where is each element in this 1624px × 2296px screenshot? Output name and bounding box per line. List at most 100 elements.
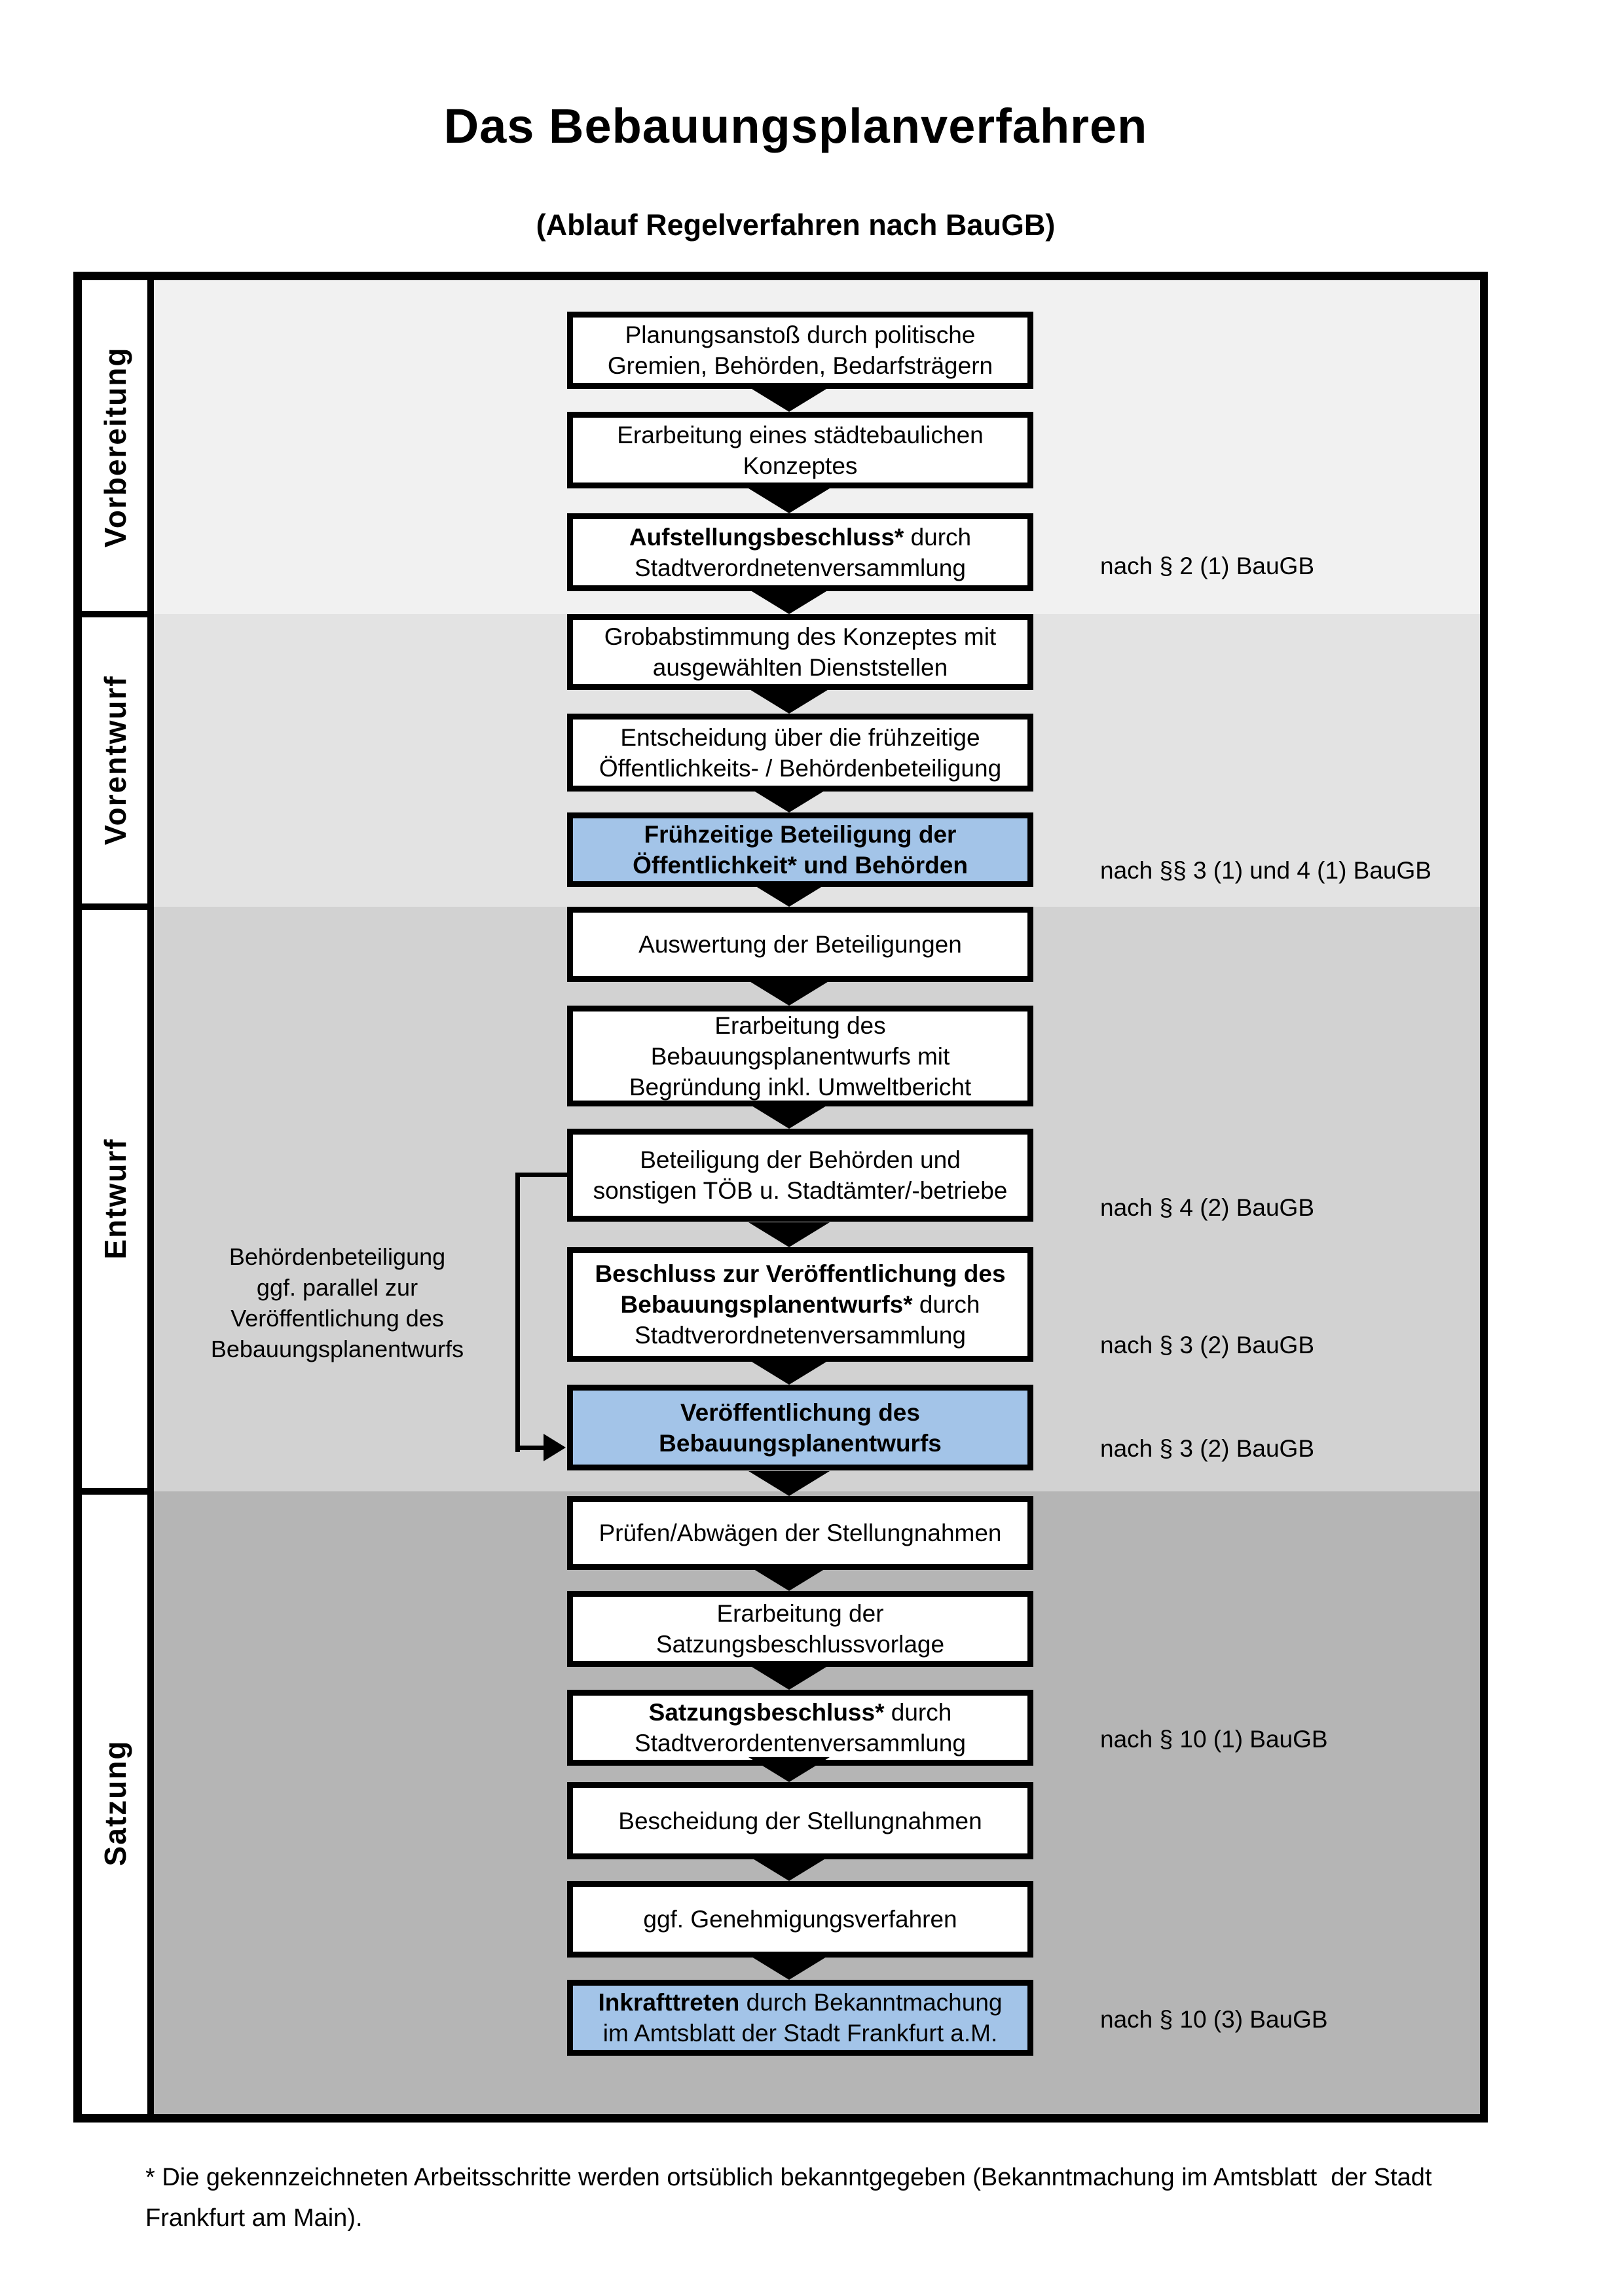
flow-step-genehmigungsverfahren: ggf. Genehmigungsverfahren bbox=[567, 1881, 1033, 1958]
arrow-down-icon bbox=[748, 1757, 830, 1782]
arrow-down-icon bbox=[748, 1471, 830, 1496]
phase-label-entwurf: Entwurf bbox=[98, 1138, 132, 1260]
step-text: Entscheidung über die frühzeitige bbox=[620, 723, 980, 751]
phase-label-vorentwurf: Vorentwurf bbox=[98, 675, 132, 845]
arrow-down-icon bbox=[748, 1566, 830, 1591]
step-text: Planungsanstoß durch politische bbox=[625, 321, 976, 348]
flow-step-veroeffentlichung-entwurf: Veröffentlichung des Bebauungsplanentwur… bbox=[567, 1385, 1033, 1470]
step-text-bold: Satzungsbeschluss* bbox=[648, 1699, 885, 1726]
parallel-note-line: Bebauungsplanentwurfs bbox=[210, 1336, 464, 1362]
step-text: Erarbeitung eines städtebaulichen bbox=[617, 421, 984, 448]
step-text: Bebauungsplanentwurfs* durch bbox=[621, 1289, 980, 1320]
parallel-note-line: ggf. parallel zur bbox=[256, 1274, 418, 1301]
step-text: Stadtverordentenversammlung bbox=[635, 1730, 966, 1757]
parallel-connector-vertical bbox=[515, 1173, 520, 1452]
parallel-note-line: Behördenbeteiligung bbox=[229, 1243, 446, 1270]
flow-step-bescheidung-stellungnahmen: Bescheidung der Stellungnahmen bbox=[567, 1782, 1033, 1859]
step-text: durch Bekanntmachung bbox=[739, 1989, 1003, 2016]
flow-step-beteiligung-behoerden-toeb: Beteiligung der Behörden und sonstigen T… bbox=[567, 1129, 1033, 1222]
arrow-down-icon bbox=[748, 589, 830, 614]
parallel-note: Behördenbeteiligung ggf. parallel zur Ve… bbox=[183, 1241, 491, 1364]
step-text-bold: Beschluss zur Veröffentlichung des bbox=[595, 1260, 1006, 1287]
parallel-note-line: Veröffentlichung des bbox=[231, 1305, 444, 1332]
step-text: Erarbeitung des bbox=[714, 1011, 886, 1039]
arrow-down-icon bbox=[748, 1104, 830, 1129]
phase-divider bbox=[82, 903, 154, 910]
phase-label-vorbereitung: Vorbereitung bbox=[98, 346, 132, 548]
step-text-bold: Bebauungsplanentwurfs* bbox=[620, 1291, 913, 1318]
step-text: Öffentlichkeit* und Behörden bbox=[633, 852, 968, 879]
arrow-down-icon bbox=[748, 1222, 830, 1247]
legal-ref-behoerdenbeteiligung: nach § 4 (2) BauGB bbox=[1100, 1194, 1315, 1221]
flow-step-beschluss-veroeffentlichung: Beschluss zur Veröffentlichung des Bebau… bbox=[567, 1247, 1033, 1362]
arrow-down-icon bbox=[748, 882, 830, 907]
step-text: Inkrafttreten durch Bekanntmachung bbox=[599, 1987, 1003, 2018]
step-text: Grobabstimmung des Konzeptes mit bbox=[604, 623, 997, 650]
step-text: durch bbox=[884, 1699, 952, 1726]
arrow-down-icon bbox=[748, 788, 830, 812]
step-text: durch bbox=[912, 1291, 980, 1318]
step-text: Bescheidung der Stellungnahmen bbox=[618, 1807, 982, 1834]
arrow-down-icon bbox=[748, 1360, 830, 1385]
step-text: Aufstellungsbeschluss* durch bbox=[629, 522, 971, 553]
step-text: Beteiligung der Behörden und bbox=[640, 1146, 961, 1173]
step-text: Konzeptes bbox=[743, 452, 858, 479]
flow-step-inkrafttreten: Inkrafttreten durch Bekanntmachung im Am… bbox=[567, 1980, 1033, 2056]
step-text: Veröffentlichung des bbox=[680, 1398, 920, 1426]
flow-step-pruefen-abwaegen: Prüfen/Abwägen der Stellungnahmen bbox=[567, 1496, 1033, 1570]
step-text: Erarbeitung der bbox=[716, 1600, 884, 1627]
legal-ref-inkrafttreten: nach § 10 (3) BauGB bbox=[1100, 2006, 1328, 2033]
step-text: durch bbox=[904, 523, 972, 551]
footnote-line: Frankfurt am Main). bbox=[145, 2204, 363, 2232]
flow-step-planungsanstoss: Planungsanstoß durch politische Gremien,… bbox=[567, 312, 1033, 389]
step-text: ggf. Genehmigungsverfahren bbox=[643, 1906, 957, 1933]
step-text: Stadtverordnetenversammlung bbox=[635, 1322, 966, 1349]
arrow-down-icon bbox=[748, 1955, 830, 1980]
flow-step-grobabstimmung: Grobabstimmung des Konzeptes mit ausgewä… bbox=[567, 614, 1033, 690]
step-text: im Amtsblatt der Stadt Frankfurt a.M. bbox=[602, 2020, 998, 2047]
step-text: Öffentlichkeits- / Behördenbeteiligung bbox=[599, 754, 1002, 782]
step-text: Auswertung der Beteiligungen bbox=[638, 931, 962, 958]
footnote-line: * Die gekennzeichneten Arbeitsschritte w… bbox=[145, 2164, 1432, 2191]
legal-ref-satzungsbeschluss: nach § 10 (1) BauGB bbox=[1100, 1726, 1328, 1753]
flow-step-fruehzeitige-beteiligung: Frühzeitige Beteiligung der Öffentlichke… bbox=[567, 812, 1033, 887]
flow-step-auswertung-beteiligungen: Auswertung der Beteiligungen bbox=[567, 907, 1033, 982]
page-title: Das Bebauungsplanverfahren bbox=[443, 99, 1148, 153]
legal-ref-aufstellungsbeschluss: nach § 2 (1) BauGB bbox=[1100, 553, 1315, 579]
arrow-down-icon bbox=[748, 387, 830, 412]
step-text: Bebauungsplanentwurfs mit bbox=[650, 1042, 950, 1070]
flow-step-staedtebauliches-konzept: Erarbeitung eines städtebaulichen Konzep… bbox=[567, 412, 1033, 488]
arrow-down-icon bbox=[748, 1856, 830, 1881]
step-text: Stadtverordnetenversammlung bbox=[635, 554, 966, 581]
parallel-connector-top bbox=[515, 1173, 567, 1177]
legal-ref-fruehzeitige-beteiligung: nach §§ 3 (1) und 4 (1) BauGB bbox=[1100, 857, 1431, 884]
step-text: ausgewählten Dienststellen bbox=[652, 654, 948, 681]
phase-divider bbox=[82, 611, 154, 617]
phase-label-satzung: Satzung bbox=[98, 1740, 132, 1867]
arrow-right-icon bbox=[544, 1434, 566, 1461]
arrow-down-icon bbox=[748, 1665, 830, 1690]
step-text: Satzungsbeschluss* durch bbox=[649, 1697, 952, 1728]
flow-step-entscheidung-fruehzeitige-beteiligung: Entscheidung über die frühzeitige Öffent… bbox=[567, 714, 1033, 792]
step-text-bold: Inkrafttreten bbox=[598, 1989, 740, 2016]
step-text: Prüfen/Abwägen der Stellungnahmen bbox=[599, 1520, 1002, 1546]
step-text: Frühzeitige Beteiligung der bbox=[644, 821, 957, 848]
arrow-down-icon bbox=[748, 488, 830, 513]
phase-divider bbox=[82, 1488, 154, 1495]
step-text-bold: Aufstellungsbeschluss* bbox=[629, 523, 904, 551]
footnote: * Die gekennzeichneten Arbeitsschritte w… bbox=[145, 2157, 1432, 2238]
arrow-down-icon bbox=[748, 689, 830, 714]
step-text: Gremien, Behörden, Bedarfsträgern bbox=[607, 352, 993, 379]
flow-step-satzungsbeschlussvorlage: Erarbeitung der Satzungsbeschlussvorlage bbox=[567, 1591, 1033, 1667]
arrow-down-icon bbox=[748, 981, 830, 1006]
phase-label-column bbox=[82, 280, 154, 2114]
step-text: Satzungsbeschlussvorlage bbox=[655, 1631, 945, 1658]
legal-ref-veroeffentlichung: nach § 3 (2) BauGB bbox=[1100, 1435, 1315, 1462]
step-text: sonstigen TÖB u. Stadtämter/-betriebe bbox=[593, 1177, 1008, 1204]
page-subtitle: (Ablauf Regelverfahren nach BauGB) bbox=[536, 208, 1056, 242]
flow-step-satzungsbeschluss: Satzungsbeschluss* durch Stadtverordente… bbox=[567, 1690, 1033, 1766]
flow-step-erarbeitung-bebauungsplanentwurf: Erarbeitung des Bebauungsplanentwurfs mi… bbox=[567, 1006, 1033, 1106]
step-text: Bebauungsplanentwurfs bbox=[659, 1429, 942, 1457]
legal-ref-beschluss-veroeffentlichung: nach § 3 (2) BauGB bbox=[1100, 1332, 1315, 1358]
step-text: Begründung inkl. Umweltbericht bbox=[629, 1073, 972, 1101]
